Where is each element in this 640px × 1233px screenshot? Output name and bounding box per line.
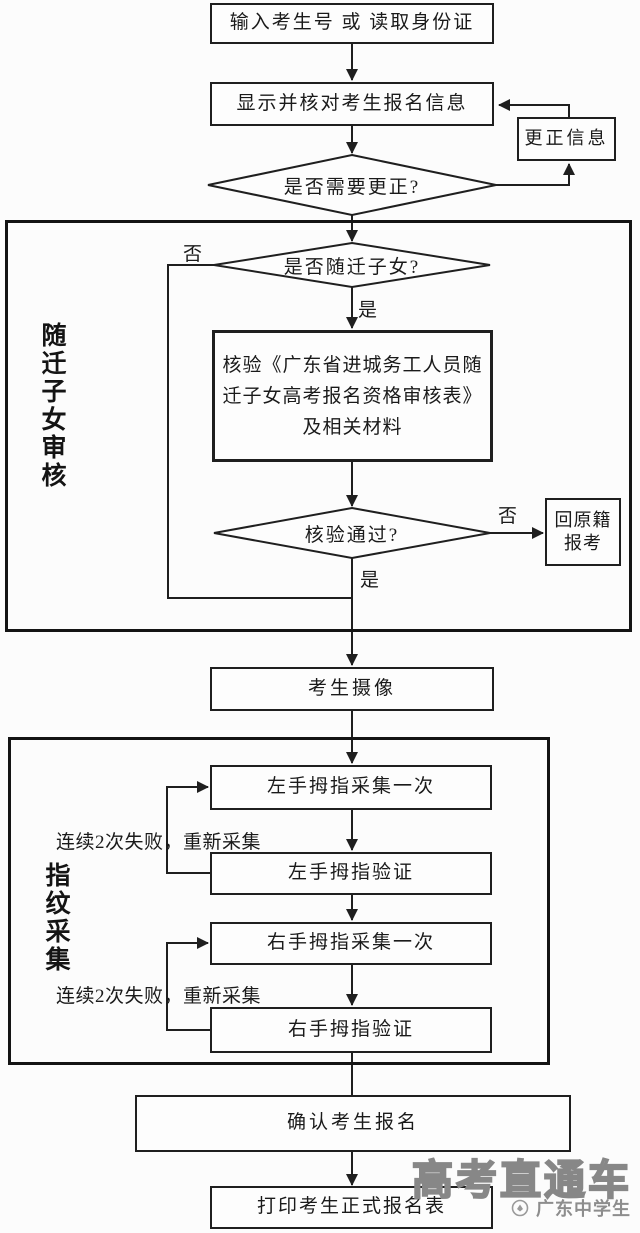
decision-need-correction-label: 是否需要更正? xyxy=(283,176,421,198)
node-return-origin-text: 回原籍 报考 xyxy=(554,509,612,553)
node-return-origin: 回原籍 报考 xyxy=(545,498,621,566)
watermark-account: 广东中学生 xyxy=(510,1195,631,1221)
node-display-info: 显示并核对考生报名信息 xyxy=(210,82,494,126)
decision-verify-pass-label: 核验通过? xyxy=(304,524,400,546)
node-right-thumb-verify: 右手拇指验证 xyxy=(210,1007,492,1053)
node-left-thumb-verify: 左手拇指验证 xyxy=(210,852,492,895)
branch-label-no-verify: 否 xyxy=(498,506,519,527)
node-confirm-registration: 确认考生报名 xyxy=(135,1095,571,1152)
node-left-thumb-collect: 左手拇指采集一次 xyxy=(210,765,492,810)
decision-is-migrant-shape xyxy=(213,241,491,289)
branch-label-yes-migrant: 是 xyxy=(358,300,379,321)
node-photo: 考生摄像 xyxy=(210,667,494,711)
watermark-account-text: 广东中学生 xyxy=(536,1199,631,1219)
node-verify-form-text: 核验《广东省进城务工人员随 迁子女高考报名资格审核表》 及相关材料 xyxy=(222,354,483,438)
node-right-thumb-collect: 右手拇指采集一次 xyxy=(210,922,492,965)
decision-need-correction-shape xyxy=(207,153,497,217)
retry-note-right-thumb: 连续2次失败，重新采集 xyxy=(56,986,262,1007)
branch-label-yes-verify: 是 xyxy=(360,570,381,591)
group-label-migrant-review: 随迁子女审核 xyxy=(38,322,65,490)
group-label-fingerprint: 指纹采集 xyxy=(42,862,69,974)
node-input-candidate-id: 输入考生号 或 读取身份证 xyxy=(210,3,494,44)
node-print-form: 打印考生正式报名表 xyxy=(210,1186,493,1229)
decision-verify-pass-shape xyxy=(213,506,491,560)
watermark-brand: 高考直通车 xyxy=(411,1156,632,1204)
node-correct-info: 更正信息 xyxy=(517,117,616,161)
branch-label-no-migrant: 否 xyxy=(183,244,204,265)
group-migrant-review-box xyxy=(5,220,632,632)
decision-is-migrant-label: 是否随迁子女? xyxy=(283,256,421,278)
node-verify-form: 核验《广东省进城务工人员随 迁子女高考报名资格审核表》 及相关材料 xyxy=(212,330,493,462)
retry-note-left-thumb: 连续2次失败，重新采集 xyxy=(56,832,262,853)
group-fingerprint-box xyxy=(8,737,550,1065)
gdzxs-logo-icon xyxy=(511,1199,529,1217)
